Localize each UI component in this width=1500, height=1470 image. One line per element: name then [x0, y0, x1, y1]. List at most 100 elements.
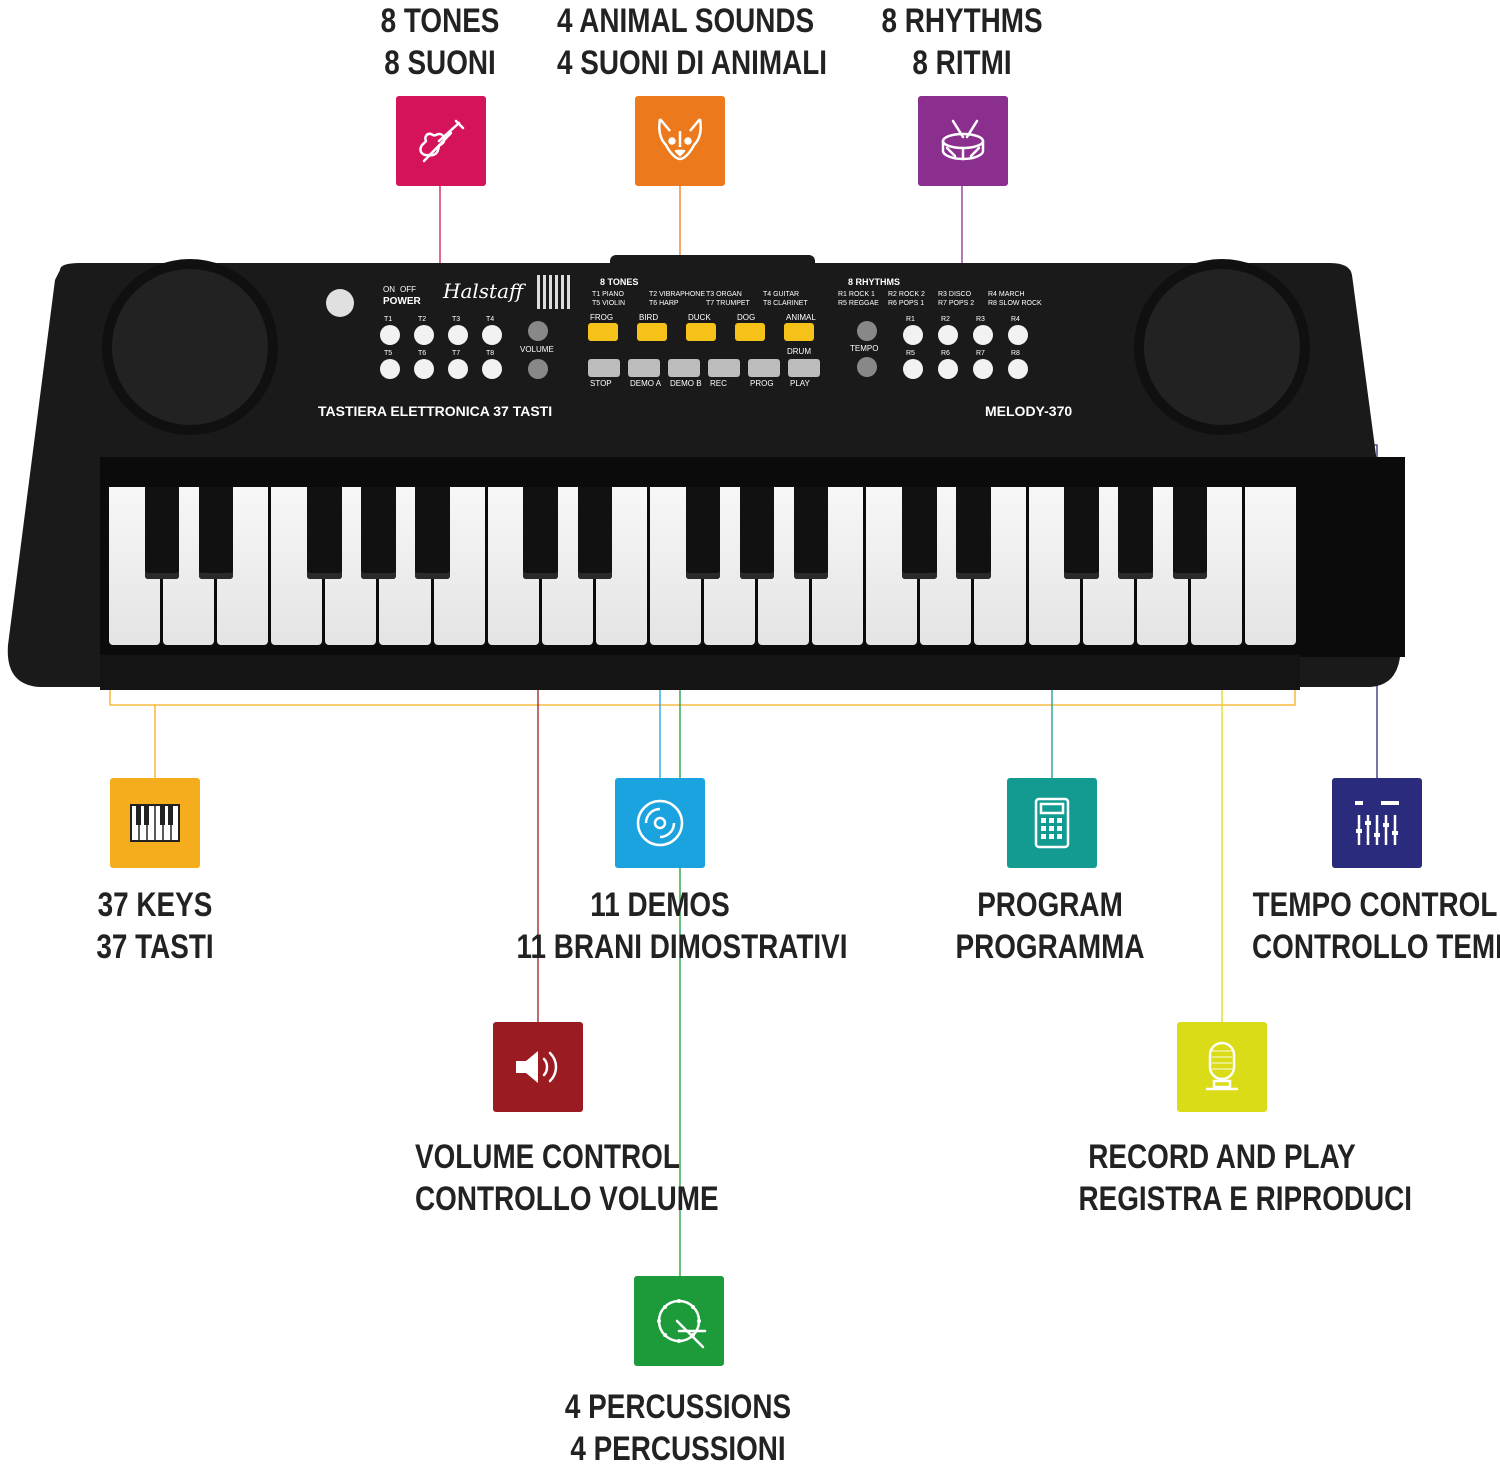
tone-button-t2[interactable] [414, 325, 434, 345]
mixer-icon [1355, 801, 1399, 845]
tempo-up-button[interactable] [857, 321, 877, 341]
animal-button-label: ANIMAL [786, 313, 816, 322]
black-key[interactable] [685, 487, 721, 579]
tone-list-item: T6 HARP [649, 300, 679, 307]
rhythm-button-r2[interactable] [938, 325, 958, 345]
demos-feature-box [615, 778, 705, 868]
tone-button-t3[interactable] [448, 325, 468, 345]
black-key[interactable] [577, 487, 613, 579]
tone-button-label: T6 [418, 350, 427, 357]
microphone-icon [1206, 1041, 1238, 1091]
tone-button-t4[interactable] [482, 325, 502, 345]
rhythm-button-label: R2 [941, 316, 950, 323]
black-key[interactable] [523, 487, 559, 579]
rhythm-list-item: R2 ROCK 2 [888, 291, 925, 298]
tempo-label: TEMPO [850, 344, 879, 353]
tempo-down-button[interactable] [857, 357, 877, 377]
animal-button-label: FROG [590, 313, 614, 322]
function-button-prog[interactable] [748, 359, 780, 377]
animal-button-frog[interactable] [588, 323, 618, 341]
rhythm-button-r3[interactable] [973, 325, 993, 345]
rhythm-button-r4[interactable] [1008, 325, 1028, 345]
black-key[interactable] [1172, 487, 1208, 579]
tone-button-label: T2 [418, 316, 427, 323]
power-label: POWER [383, 296, 421, 307]
animal-button-bird[interactable] [637, 323, 667, 341]
rhythm-button-label: R8 [1011, 350, 1020, 357]
dog-icon [658, 118, 702, 161]
program-feature-box [1007, 778, 1097, 868]
rhythm-button-r1[interactable] [903, 325, 923, 345]
animal-button-dog[interactable] [735, 323, 765, 341]
black-key[interactable] [793, 487, 829, 579]
keyboard-title: TASTIERA ELETTRONICA 37 TASTI [318, 403, 553, 419]
function-button-demo-a[interactable] [628, 359, 660, 377]
volume-feature-box [493, 1022, 583, 1112]
rhythm-list-item: R3 DISCO [938, 291, 972, 298]
snare-drum-icon [657, 1299, 707, 1349]
tone-button-t5[interactable] [380, 359, 400, 379]
black-key[interactable] [198, 487, 234, 579]
function-button-rec[interactable] [708, 359, 740, 377]
rhythm-button-r6[interactable] [938, 359, 958, 379]
tone-button-label: T3 [452, 316, 461, 323]
rhythm-button-r5[interactable] [903, 359, 923, 379]
tone-button-label: T4 [486, 316, 495, 323]
power-button[interactable] [326, 289, 354, 317]
rhythm-button-label: R1 [906, 316, 915, 323]
rhythm-button-label: R6 [941, 350, 950, 357]
tone-list-item: T1 PIANO [592, 291, 624, 298]
volume-up-button[interactable] [528, 321, 548, 341]
rhythm-list-item: R6 POPS 1 [888, 300, 925, 307]
black-key[interactable] [1118, 487, 1154, 579]
function-button-label: REC [710, 379, 727, 388]
black-key[interactable] [1064, 487, 1099, 579]
animal-sounds-feature-box [635, 96, 725, 186]
black-key[interactable] [144, 487, 180, 579]
function-button-label: STOP [590, 379, 612, 388]
rhythm-list-item: R7 POPS 2 [938, 300, 975, 307]
violin-icon [419, 119, 465, 163]
black-key[interactable] [361, 487, 396, 579]
tone-button-label: T5 [384, 350, 393, 357]
calculator-icon [1034, 797, 1070, 849]
function-button-demo-b[interactable] [668, 359, 700, 377]
drum-label: DRUM [787, 347, 811, 356]
rhythm-button-label: R4 [1011, 316, 1020, 323]
drum-icon [941, 119, 985, 161]
tone-button-t8[interactable] [482, 359, 502, 379]
rhythm-list-item: R4 MARCH [988, 291, 1025, 298]
tone-list-item: T4 GUITAR [763, 291, 800, 298]
animal-button-animal[interactable] [784, 323, 814, 341]
black-key[interactable] [307, 487, 342, 579]
keys-feature-box [110, 778, 200, 868]
rhythm-button-r8[interactable] [1008, 359, 1028, 379]
tone-button-t6[interactable] [414, 359, 434, 379]
rhythm-button-r7[interactable] [973, 359, 993, 379]
black-key[interactable] [739, 487, 775, 579]
tone-button-t1[interactable] [380, 325, 400, 345]
function-button-play[interactable] [788, 359, 820, 377]
white-key[interactable] [1244, 487, 1296, 645]
animal-button-duck[interactable] [686, 323, 716, 341]
volume-label: VOLUME [520, 345, 554, 354]
tone-button-t7[interactable] [448, 359, 468, 379]
black-key[interactable] [902, 487, 937, 579]
black-key[interactable] [415, 487, 450, 579]
tempo-feature-box [1332, 778, 1422, 868]
function-button-label: PROG [750, 379, 774, 388]
function-button-stop[interactable] [588, 359, 620, 377]
black-key[interactable] [956, 487, 991, 579]
model-name: MELODY-370 [985, 403, 1073, 419]
volume-down-button[interactable] [528, 359, 548, 379]
animal-button-label: DOG [737, 313, 756, 322]
